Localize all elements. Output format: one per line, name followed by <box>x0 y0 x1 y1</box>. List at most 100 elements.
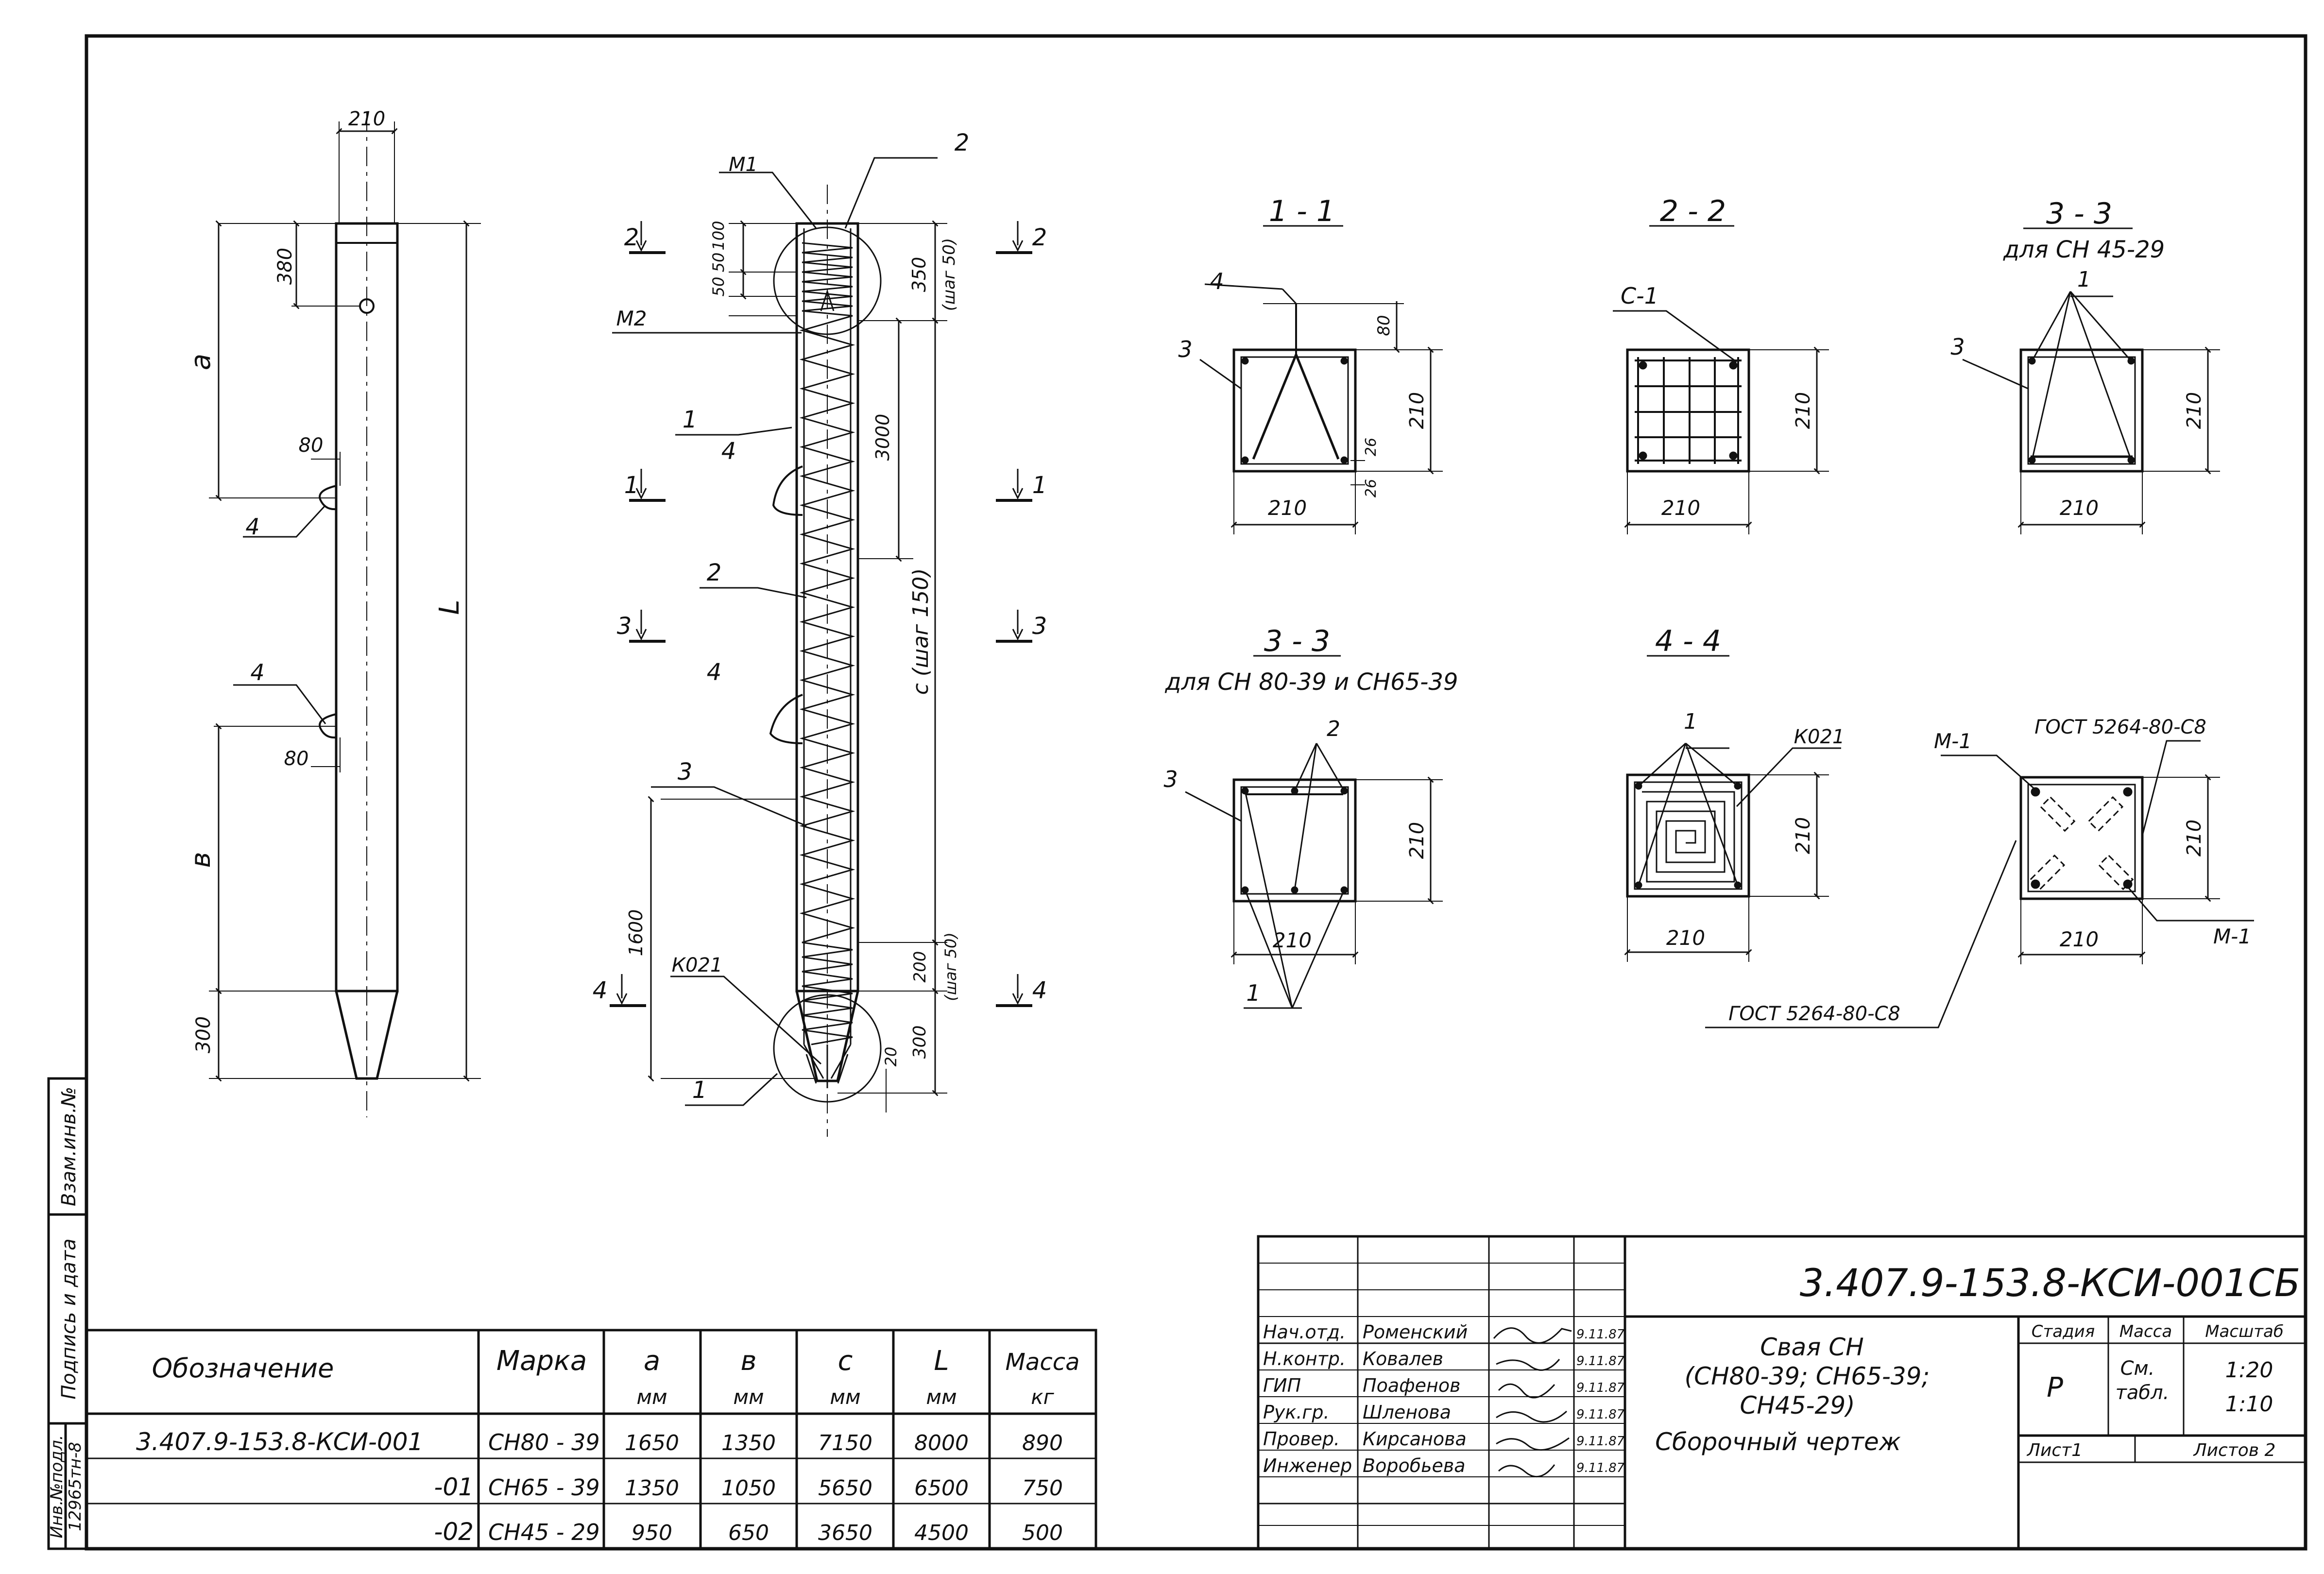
scale-value-1: 1:20 <box>2225 1358 2273 1383</box>
sheet-frame <box>85 34 2307 1551</box>
spec-cell: -02 <box>434 1518 474 1546</box>
s11-callout-4: 4 <box>1210 268 1224 294</box>
cut-3-right: 3 <box>1032 613 1047 640</box>
cut-2-right: 2 <box>1032 224 1047 251</box>
person-role: Провер. <box>1263 1428 1340 1450</box>
s33a-dim-210h: 210 <box>2060 496 2099 520</box>
section-4-4-title: 4 - 4 <box>1655 624 1721 658</box>
spec-cell: 890 <box>1022 1431 1063 1455</box>
cut-3-left: 3 <box>617 613 632 640</box>
spec-cell: 3.407.9-153.8-КСИ-001 <box>136 1428 423 1456</box>
s33a-callout-1: 1 <box>2077 267 2091 292</box>
spec-header-b-unit: мм <box>733 1385 764 1409</box>
spec-header-mass-unit: кг <box>1031 1385 1054 1409</box>
section-2-2 <box>1613 225 1829 534</box>
s33b-dim-210h: 210 <box>1273 928 1312 952</box>
stamp-podpis-data: Подпись и дата <box>58 1238 80 1399</box>
stamp-inv-number: 12965тн-8 <box>66 1442 85 1531</box>
doc-name-line1: Свая СН <box>1760 1333 1864 1361</box>
spec-cell: 650 <box>728 1521 769 1545</box>
stage-value: Р <box>2047 1372 2063 1403</box>
dim-step50b: (шаг 50) <box>941 932 960 1001</box>
section-3-3b-title: 3 - 3 <box>1264 624 1330 658</box>
s11-dim-210h: 210 <box>1268 496 1307 520</box>
person-row-2: ГИП Поафенов 9.11.87 <box>1263 1375 1625 1396</box>
s33b-callout-3: 3 <box>1163 766 1178 792</box>
callout-2: 2 <box>707 559 722 586</box>
cut-4-right: 4 <box>1032 977 1047 1004</box>
scale-header: Масштаб <box>2205 1322 2284 1341</box>
section-3-3-b <box>1185 655 1443 1009</box>
spec-header-L-unit: мм <box>926 1385 957 1409</box>
pile-reinforcement <box>610 157 1032 1137</box>
pile-elevation <box>209 112 481 1117</box>
doc-code: 3.407.9-153.8-КСИ-001СБ <box>1800 1262 2301 1305</box>
pile-callout-4b: 4 <box>250 659 264 685</box>
title-block-grid <box>1257 1235 2307 1550</box>
s22-dim-210v: 210 <box>1792 392 1814 429</box>
section-3-3a-subtitle: для СН 45-29 <box>2003 236 2165 263</box>
sm-gost2: ГОСТ 5264-80-С8 <box>1728 1003 1900 1025</box>
dim-c-step: с (шаг 150) <box>908 568 933 695</box>
person-name: Роменский <box>1363 1321 1468 1343</box>
sheets-total: Листов 2 <box>2193 1440 2276 1460</box>
section-3-3-a <box>1962 227 2220 534</box>
spec-cell: -01 <box>434 1473 474 1501</box>
pile-dim-width: 210 <box>348 108 385 130</box>
person-row-5: Инженер Воробьева 9.11.87 <box>1263 1455 1625 1476</box>
mass-value-1: См. <box>2120 1357 2155 1380</box>
label-m1: М1 <box>729 154 758 176</box>
person-row-0: Нач.отд. Роменский 9.11.87 <box>1263 1321 1625 1343</box>
s33a-callout-3: 3 <box>1950 334 1965 360</box>
spec-row-1: -01 СН65 - 39 1350 1050 5650 6500 750 <box>434 1473 1063 1501</box>
cut-2-left: 2 <box>624 224 639 251</box>
spec-cell: 7150 <box>818 1431 872 1455</box>
person-row-1: Н.контр. Ковалев 9.11.87 <box>1263 1348 1625 1369</box>
sm-label-m1a: М-1 <box>1934 729 1972 753</box>
s33b-callout-1: 1 <box>1246 980 1260 1006</box>
s22-callout-c1: С-1 <box>1621 283 1658 309</box>
mass-header: Масса <box>2119 1322 2172 1341</box>
pile-callout-4: 4 <box>245 513 259 540</box>
spec-cell: 6500 <box>914 1476 969 1501</box>
person-role: Рук.гр. <box>1263 1402 1330 1423</box>
person-name: Поафенов <box>1363 1375 1460 1396</box>
s22-dim-210h: 210 <box>1661 496 1700 520</box>
sm-gost1: ГОСТ 5264-80-С8 <box>2034 716 2206 738</box>
person-name: Шленова <box>1363 1402 1451 1423</box>
s11-dim-80: 80 <box>1374 315 1394 336</box>
person-name: Кирсанова <box>1363 1428 1467 1450</box>
stamp-inv-podl: Инв.№подл. <box>47 1435 67 1539</box>
spec-cell: СН65 - 39 <box>488 1474 600 1501</box>
sheet-number: Лист1 <box>2026 1440 2083 1460</box>
s44-dim-210h: 210 <box>1666 926 1705 950</box>
sm-dim-210h: 210 <box>2060 927 2099 951</box>
s11-dim-26b: 26 <box>1363 479 1380 497</box>
spec-header-designation: Обозначение <box>152 1353 334 1384</box>
spec-header-L: L <box>934 1345 949 1377</box>
person-date: 9.11.87 <box>1576 1381 1625 1395</box>
callout-1-bottom: 1 <box>692 1077 707 1104</box>
cut-1-right: 1 <box>1032 472 1047 499</box>
person-date: 9.11.87 <box>1576 1407 1625 1422</box>
s44-dim-210v: 210 <box>1792 817 1814 854</box>
spec-header-b: в <box>740 1345 756 1377</box>
spec-cell: 1650 <box>625 1431 679 1455</box>
doc-name-line2: (СН80-39; СН65-39; <box>1685 1362 1930 1390</box>
spec-header-mass: Масса <box>1005 1349 1079 1376</box>
pile-dim-hole: 80 <box>299 434 324 457</box>
spec-table-grid <box>85 1329 1097 1550</box>
section-1-1 <box>1199 225 1443 534</box>
spec-header-a: а <box>644 1345 660 1377</box>
person-name: Воробьева <box>1363 1455 1466 1476</box>
s11-callout-3: 3 <box>1178 336 1192 362</box>
sm-dim-210v: 210 <box>2183 820 2205 856</box>
section-3-3b-subtitle: для СН 80-39 и СН65-39 <box>1164 668 1458 696</box>
mass-value-2: табл. <box>2116 1382 2170 1404</box>
dim-50b: 50 <box>709 277 728 297</box>
spec-cell: 500 <box>1022 1521 1063 1545</box>
dim-200: 200 <box>910 951 930 983</box>
person-role: Нач.отд. <box>1263 1321 1346 1343</box>
spec-cell: 1050 <box>721 1476 776 1501</box>
